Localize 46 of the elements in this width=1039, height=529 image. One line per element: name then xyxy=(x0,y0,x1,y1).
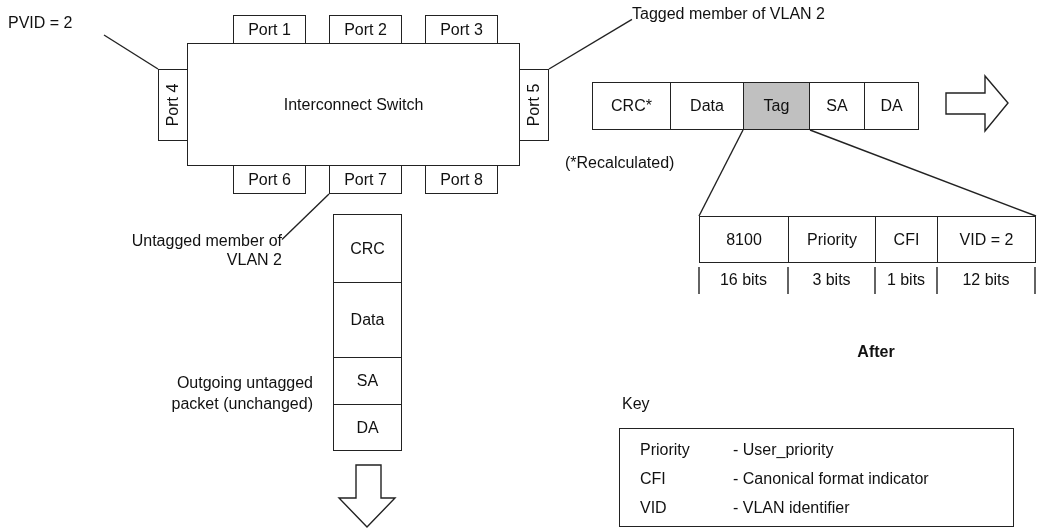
packet-field: Priority xyxy=(788,216,876,263)
key-definition: - VLAN identifier xyxy=(733,499,850,517)
packet-field: DA xyxy=(864,82,919,130)
packet-field: Data xyxy=(333,282,402,358)
packet-field: SA xyxy=(333,357,402,405)
port-box xyxy=(519,69,549,141)
port-box: Port 7 xyxy=(329,165,402,194)
port-box xyxy=(158,69,188,141)
switch-box: Interconnect Switch xyxy=(187,43,520,166)
caption-text: Outgoing untagged packet (unchanged) xyxy=(170,373,313,414)
packet-field: Tag xyxy=(743,82,810,130)
bit-width-label: 3 bits xyxy=(811,270,852,290)
port-box: Port 1 xyxy=(233,15,306,44)
leader-line xyxy=(548,18,633,70)
port-box: Port 3 xyxy=(425,15,498,44)
key-heading: Key xyxy=(622,395,650,413)
port-label: Port 5 xyxy=(525,83,543,127)
packet-field: Data xyxy=(670,82,744,130)
port-box: Port 2 xyxy=(329,15,402,44)
port-box: Port 8 xyxy=(425,165,498,194)
key-term: Priority xyxy=(640,441,690,459)
packet-field: 8100 xyxy=(699,216,789,263)
callout-text: Untagged member of VLAN 2 xyxy=(96,231,282,273)
bit-width-label: 1 bits xyxy=(885,270,927,290)
callout-text: Tagged member of VLAN 2 xyxy=(632,4,832,48)
port-label: Port 4 xyxy=(164,83,182,127)
packet-field: SA xyxy=(809,82,865,130)
key-term: VID xyxy=(640,499,667,517)
bit-width-label: 12 bits xyxy=(961,270,1011,290)
key-term: CFI xyxy=(640,470,666,488)
leader-line xyxy=(103,34,159,70)
footnote: (*Recalculated) xyxy=(565,153,676,173)
packet-field: VID = 2 xyxy=(937,216,1036,263)
leader-line xyxy=(698,129,744,217)
key-definition: - User_priority xyxy=(733,441,834,459)
port-box: Port 6 xyxy=(233,165,306,194)
leader-line xyxy=(281,193,330,241)
leader-line xyxy=(809,129,1037,217)
callout-text: PVID = 2 xyxy=(8,13,104,35)
key-definition: - Canonical format indicator xyxy=(733,470,929,488)
packet-field: CFI xyxy=(875,216,938,263)
packet-field: DA xyxy=(333,404,402,451)
packet-field: CRC* xyxy=(592,82,671,130)
packet-field: CRC xyxy=(333,214,402,283)
section-title: After xyxy=(856,342,896,362)
bit-width-label: 16 bits xyxy=(718,270,769,290)
